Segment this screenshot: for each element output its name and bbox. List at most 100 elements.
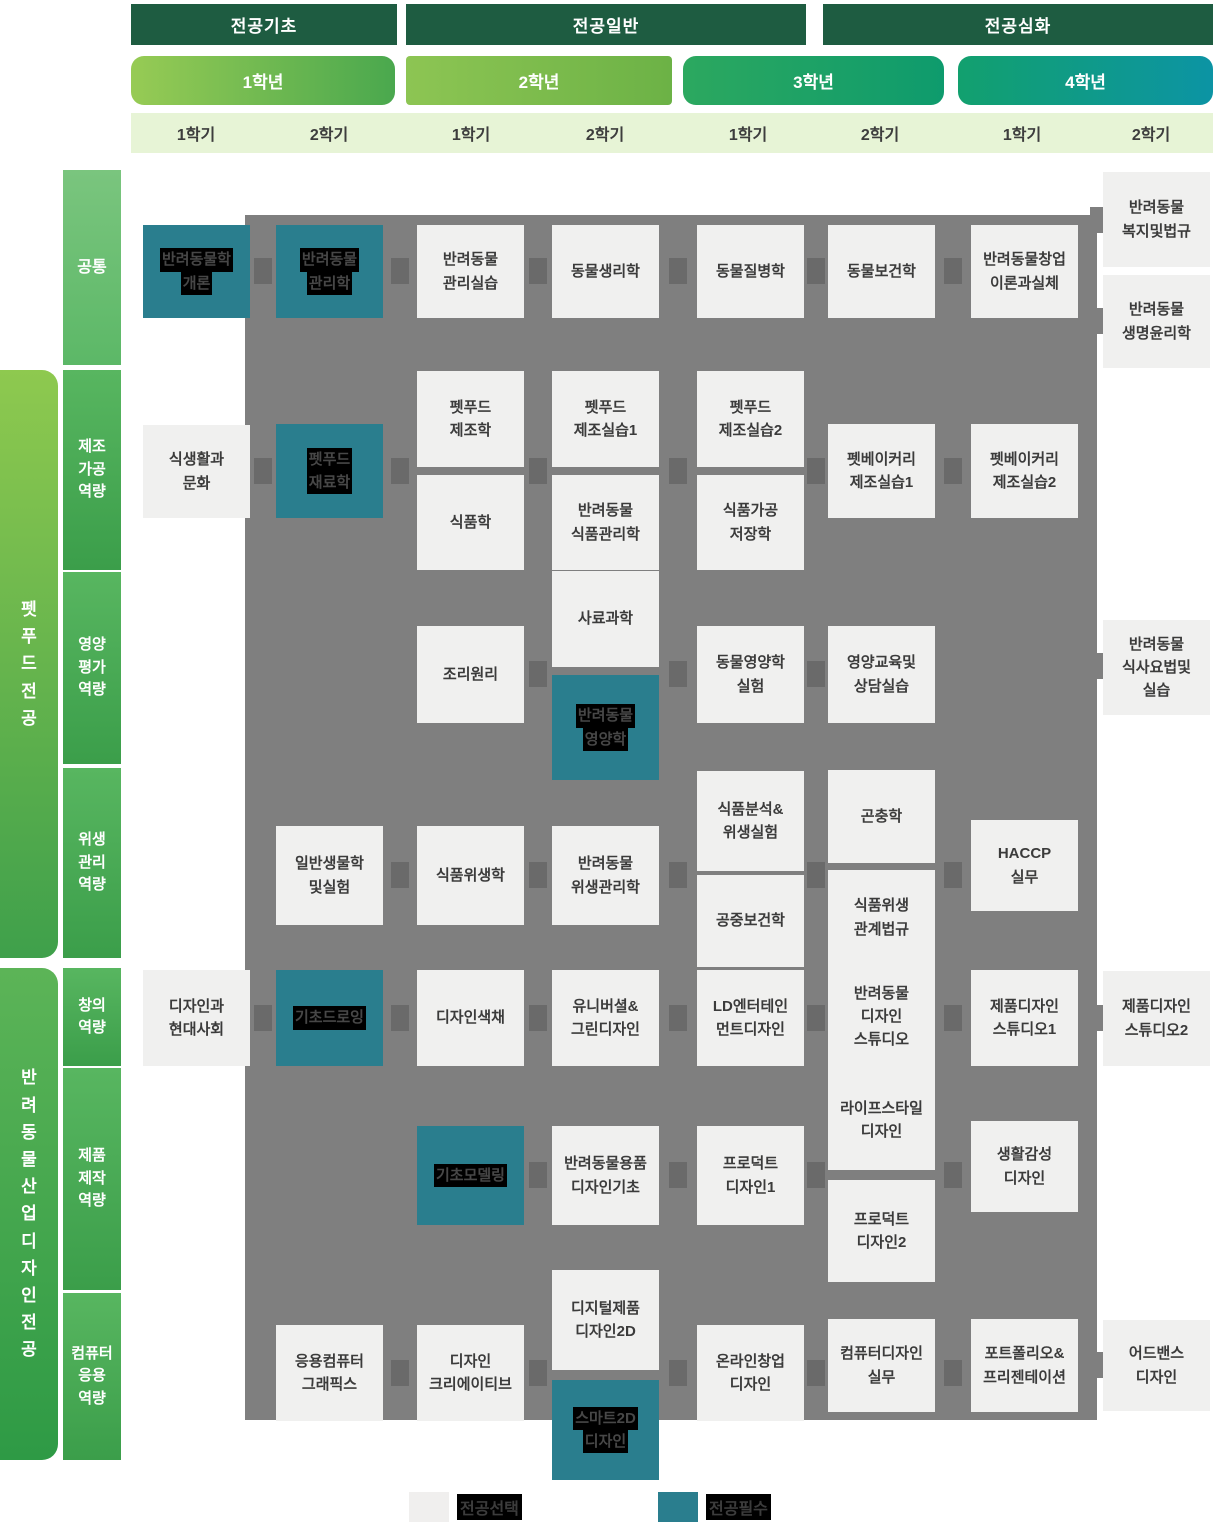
course-connector	[807, 1005, 825, 1031]
course-label-line: 펫푸드	[306, 447, 353, 471]
grid-edge-connector	[1090, 1005, 1104, 1031]
course-connector	[807, 458, 825, 484]
course-box-required: 기초드로잉	[276, 970, 383, 1066]
semester-label-4: 2학기	[585, 127, 625, 144]
course-box: 펫베이커리 제조실습1	[828, 424, 935, 518]
year-bar-4: 4학년	[958, 56, 1213, 105]
course-connector	[391, 1360, 409, 1386]
course-label-line: 개론	[180, 271, 213, 295]
grid-edge-connector	[1090, 1352, 1104, 1378]
course-box: HACCP 실무	[971, 820, 1078, 911]
course-connector	[944, 862, 962, 888]
legend-elective-label: 전공선택	[457, 1492, 522, 1522]
semester-label-1: 1학기	[176, 127, 216, 144]
course-box: 식품위생 관계법규	[828, 870, 935, 965]
sidebar-category: 위생 관리 역량	[63, 768, 121, 958]
course-connector	[529, 1162, 547, 1188]
course-box: 반려동물 식품관리학	[552, 475, 659, 570]
legend-required-swatch	[658, 1492, 698, 1522]
course-connector	[391, 458, 409, 484]
sidebar-category: 창의 역량	[63, 968, 121, 1066]
course-connector	[529, 458, 547, 484]
course-connector	[529, 661, 547, 687]
semester-label-7: 1학기	[1002, 127, 1042, 144]
semester-label-5: 1학기	[728, 127, 768, 144]
grid-edge-connector	[1090, 207, 1104, 233]
course-box: 식품가공 저장학	[697, 475, 804, 570]
course-box: 일반생물학 및실험	[276, 826, 383, 925]
course-box: 반려동물창업 이론과실체	[971, 225, 1078, 318]
sidebar-category: 컴퓨터 응용 역량	[63, 1293, 121, 1460]
course-box: 포트폴리오& 프리젠테이션	[971, 1319, 1078, 1412]
course-connector	[944, 258, 962, 284]
course-connector	[391, 862, 409, 888]
course-box: 반려동물용품 디자인기초	[552, 1126, 659, 1225]
course-connector	[529, 1005, 547, 1031]
course-box: 라이프스타일 디자인	[828, 1070, 935, 1170]
phase-header-2: 전공일반	[406, 4, 806, 45]
course-box: 식품학	[417, 475, 524, 570]
course-box: 유니버셜& 그린디자인	[552, 970, 659, 1066]
course-connector	[669, 1162, 687, 1188]
course-box: 식품위생학	[417, 826, 524, 925]
course-box: 프로덕트 디자인2	[828, 1180, 935, 1282]
course-connector	[807, 1162, 825, 1188]
sidebar-category: 영양 평가 역량	[63, 572, 121, 764]
course-box: 사료과학	[552, 571, 659, 667]
semester-label-3: 1학기	[451, 127, 491, 144]
course-connector	[391, 258, 409, 284]
legend-elective-swatch	[409, 1492, 449, 1522]
course-connector	[807, 258, 825, 284]
course-label-line: 기초모델링	[433, 1163, 507, 1188]
course-connector	[669, 862, 687, 888]
course-box: 디지털제품 디자인2D	[552, 1270, 659, 1370]
course-box: 동물질병학	[697, 225, 804, 318]
course-label-line: 스마트2D	[573, 1406, 638, 1430]
curriculum-grid-background	[245, 215, 1097, 1420]
course-box: 어드밴스 디자인	[1103, 1320, 1210, 1411]
course-connector	[944, 458, 962, 484]
course-connector	[807, 1360, 825, 1386]
course-label-line: 반려동물	[299, 248, 360, 272]
course-box: 동물보건학	[828, 225, 935, 318]
course-box: 조리원리	[417, 626, 524, 723]
course-connector	[669, 258, 687, 284]
semester-strip	[131, 113, 1213, 153]
course-box-required: 기초모델링	[417, 1126, 524, 1225]
course-box: 생활감성 디자인	[971, 1121, 1078, 1212]
course-box: 프로덕트 디자인1	[697, 1126, 804, 1225]
sidebar-category-common: 공통	[63, 170, 121, 365]
course-box: 디자인색채	[417, 970, 524, 1066]
course-box: 펫베이커리 제조실습2	[971, 424, 1078, 518]
course-connector	[669, 661, 687, 687]
course-label-line: 관리학	[306, 271, 353, 295]
phase-header-3: 전공심화	[823, 4, 1213, 45]
course-connector	[529, 862, 547, 888]
grid-edge-connector	[1090, 308, 1104, 334]
course-connector	[529, 1360, 547, 1386]
course-connector	[944, 1360, 962, 1386]
course-box: 반려동물 복지및법규	[1103, 172, 1210, 267]
course-connector	[529, 258, 547, 284]
course-connector	[391, 1005, 409, 1031]
semester-label-8: 2학기	[1131, 127, 1171, 144]
course-box: 반려동물 식사요법및 실습	[1103, 620, 1210, 715]
course-label-line: 반려동물	[575, 704, 636, 728]
semester-label-6: 2학기	[860, 127, 900, 144]
course-connector	[254, 1005, 272, 1031]
course-box: 동물영양학 실험	[697, 626, 804, 723]
course-label-line: 영양학	[582, 727, 629, 751]
semester-label-2: 2학기	[309, 127, 349, 144]
course-connector	[807, 661, 825, 687]
course-label-line: 재료학	[306, 471, 353, 495]
course-box: 온라인창업 디자인	[697, 1325, 804, 1421]
course-connector	[944, 1162, 962, 1188]
course-box: 반려동물 관리실습	[417, 225, 524, 318]
course-box: 펫푸드 제조실습2	[697, 371, 804, 467]
course-box: 반려동물 위생관리학	[552, 826, 659, 925]
course-box: 반려동물 디자인 스튜디오	[828, 963, 935, 1070]
course-box: 디자인과 현대사회	[143, 970, 250, 1066]
